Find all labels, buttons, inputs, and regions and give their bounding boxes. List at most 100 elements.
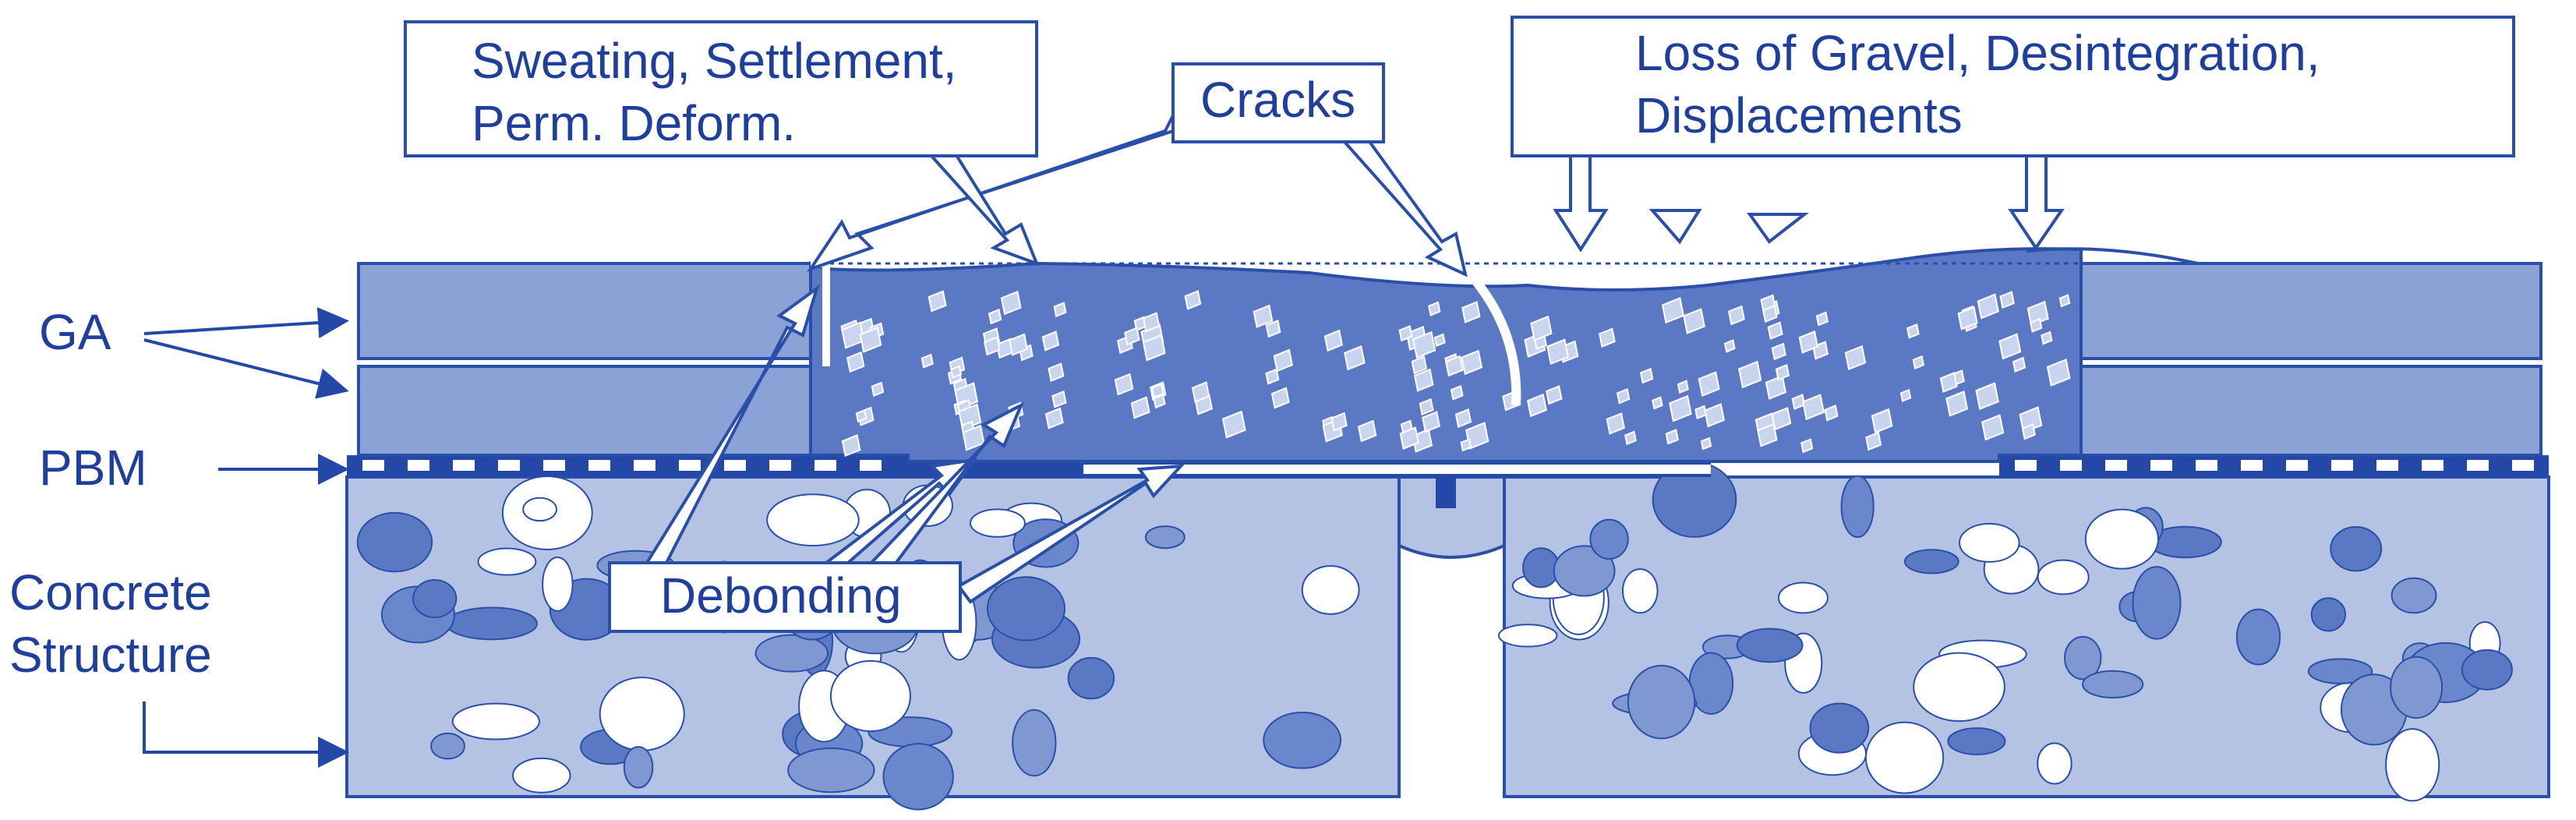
gravel-chip — [1906, 323, 1920, 339]
concrete-aggregate — [356, 511, 433, 573]
gravel-chip — [1899, 388, 1912, 402]
concrete-aggregate — [522, 497, 558, 522]
gravel-chip — [1265, 320, 1281, 338]
callout-cracks-box — [1171, 62, 1385, 143]
gravel-chip — [1945, 391, 1969, 417]
gravel-chip — [1704, 403, 1725, 428]
gravel-chip — [859, 327, 882, 353]
gravel-chip — [1265, 368, 1280, 385]
gravel-chip — [1008, 333, 1029, 356]
label-pbm: PBM — [39, 440, 147, 496]
concrete-aggregate — [829, 659, 912, 733]
gravel-chip — [1422, 411, 1441, 433]
gravel-chip — [1767, 321, 1783, 340]
gravel-loss-flag-2 — [1747, 213, 1809, 244]
gravel-chip — [1530, 315, 1553, 341]
concrete-aggregate — [1263, 711, 1342, 769]
gravel-chip — [1698, 371, 1720, 397]
concrete-aggregate — [2385, 728, 2440, 802]
gravel-chip — [1757, 422, 1778, 447]
gravel-chip — [2046, 358, 2071, 387]
pbm-dash — [679, 460, 701, 471]
joint-gap — [1398, 475, 1506, 559]
concrete-aggregate — [1497, 624, 1558, 648]
ga-bottom-left — [357, 365, 812, 457]
gravel-chip — [1221, 410, 1246, 439]
pbm-dash — [498, 460, 520, 471]
gravel-chip — [1624, 430, 1637, 446]
debonding-arrow-3 — [866, 401, 1025, 575]
gravel-chip — [1957, 306, 1978, 330]
concrete-aggregate — [2390, 577, 2437, 614]
gravel-chip — [1051, 391, 1067, 408]
gravel-chip — [1124, 327, 1140, 346]
pbm-dash — [2150, 460, 2172, 471]
pbm-dash — [2286, 460, 2308, 471]
gravel-chip — [1526, 393, 1547, 418]
gravel-chip — [841, 434, 861, 457]
callout-loss-line-2: Displacements — [1635, 87, 1963, 143]
surface-bulge — [2026, 247, 2199, 265]
concrete-aggregate — [623, 746, 654, 789]
concrete-aggregate — [1947, 727, 2006, 755]
ga-pointer-lower — [143, 338, 349, 399]
gravel-chip — [1616, 387, 1631, 405]
gravel-chip — [1802, 394, 1825, 421]
gravel-chip — [1330, 412, 1348, 432]
gravel-chip — [1053, 302, 1067, 318]
gravel-chip — [1775, 363, 1790, 381]
concrete-aggregate — [1012, 709, 1057, 777]
gravel-chip — [1273, 348, 1293, 373]
gravel-chip — [1419, 398, 1434, 415]
gravel-chip — [1765, 375, 1787, 400]
concrete-aggregate — [787, 748, 875, 793]
gravel-chip — [1939, 372, 1958, 393]
layer-labels: GA PBM Concrete Structure — [9, 304, 212, 683]
debonding-arrow-4 — [956, 464, 1185, 604]
gravel-chip — [1912, 355, 1925, 370]
annotation-arrows — [644, 115, 2065, 604]
gravel-chip — [1665, 429, 1679, 445]
joint-drain — [1398, 475, 1506, 559]
gravel-chip — [1413, 368, 1434, 392]
concrete-aggregate — [2307, 658, 2373, 684]
gravel-chip — [928, 290, 947, 313]
gravel-chip — [1460, 438, 1472, 452]
gravel-chip — [1191, 381, 1210, 403]
pbm-dash — [543, 460, 565, 471]
gravel-chip — [1445, 355, 1464, 377]
pbm-dash — [2241, 460, 2263, 471]
callout-loss: Loss of Gravel, Desintegration, Displace… — [1511, 16, 2515, 157]
concrete-aggregate — [412, 578, 458, 619]
callout-cracks-text: Cracks — [1200, 72, 1355, 128]
gravel-chips — [840, 290, 2071, 457]
gravel-chip — [921, 353, 934, 369]
callout-loss-line-1: Loss of Gravel, Desintegration, — [1635, 25, 2320, 81]
concrete-aggregate — [1809, 702, 1870, 754]
pbm-dash — [860, 460, 882, 471]
concrete-aggregate — [1627, 664, 1696, 740]
gravel-chip — [1344, 345, 1366, 371]
callout-loss-box — [1511, 16, 2515, 157]
pbm-dash — [2376, 460, 2398, 471]
gravel-chip — [1433, 333, 1446, 348]
debonding-arrow-2 — [822, 458, 978, 564]
pbm-strip-right — [1999, 455, 2549, 477]
gravel-chip — [1723, 339, 1736, 353]
gravel-chip — [1399, 426, 1419, 450]
pbm-dash — [2467, 460, 2489, 471]
pbm-dashes-right — [2015, 460, 2534, 471]
gravel-chip — [1844, 345, 1867, 371]
callout-cracks: Cracks — [1171, 62, 1385, 143]
gravel-chip — [1771, 342, 1786, 361]
pbm-dash — [814, 460, 836, 471]
gravel-chip — [1599, 327, 1616, 348]
gravel-chip — [1738, 360, 1762, 389]
gravel-chip — [1762, 305, 1778, 323]
gravel-chip — [1142, 334, 1166, 362]
pbm-dash — [2105, 460, 2127, 471]
gravel-chip — [1461, 349, 1483, 376]
pbm-dash — [2196, 460, 2217, 471]
gravel-chip — [1977, 293, 1999, 320]
